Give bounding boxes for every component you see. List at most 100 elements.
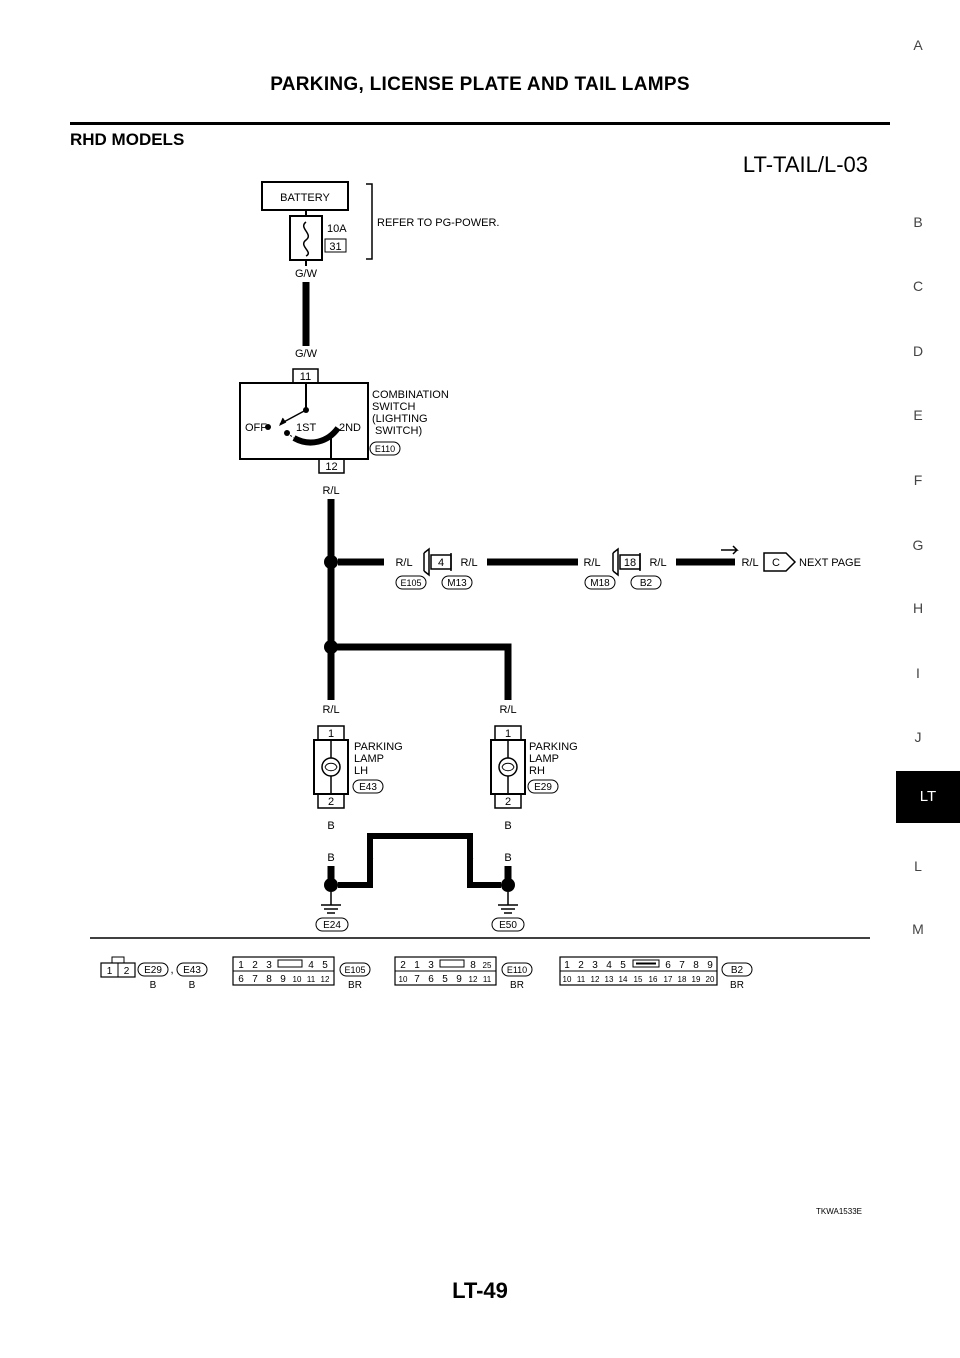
fuse-number: 31 <box>329 241 341 253</box>
connector-b2: 1 2 3 4 5 6 7 8 9 10 11 12 13 14 15 16 1… <box>559 956 753 991</box>
joint2-right-connector: B2 <box>640 578 653 589</box>
lamp-lh-pin-bottom: 2 <box>328 796 334 808</box>
lamp-lh-name-1: PARKING <box>354 741 403 753</box>
wire-color-b-bridge-right: B <box>466 852 473 864</box>
lamp-rh-name-3: RH <box>529 765 545 777</box>
conn4-top-8: 8 <box>693 960 699 971</box>
conn3-id: E110 <box>507 965 527 975</box>
conn2-latch-icon <box>277 959 303 968</box>
connector-e105: 1 2 3 4 5 6 7 8 9 10 11 12 E105 BR <box>232 956 371 991</box>
splice-1 <box>324 555 338 569</box>
lamp-lh-pin-bottom-box <box>317 793 345 809</box>
switch-lever-arrow-icon <box>279 417 287 427</box>
joint2-left-connector-oval <box>584 575 616 590</box>
conn4-top-1: 1 <box>564 960 570 971</box>
fuse-icon <box>303 221 309 257</box>
lamp-lh-pin-top: 1 <box>328 728 334 740</box>
conn3-top-3: 3 <box>428 960 434 971</box>
index-tab-f[interactable]: F <box>913 472 923 488</box>
conn2-top-4: 4 <box>308 960 314 971</box>
image-code: TKWA1533E <box>816 1207 862 1216</box>
switch-name-line-4: SWITCH) <box>372 425 422 437</box>
index-tab-m[interactable]: M <box>912 921 924 937</box>
section-title: RHD MODELS <box>70 130 185 149</box>
title-rule <box>70 122 890 125</box>
next-page-letter: C <box>772 557 780 569</box>
conn3-bot-3: 6 <box>428 974 434 985</box>
wire-b-ground-bridge <box>338 833 501 888</box>
conn4-bot-10: 10 <box>563 975 572 984</box>
index-tab-e[interactable]: E <box>913 407 923 423</box>
switch-pin-bottom-box <box>318 458 345 474</box>
conn4-bot-13: 13 <box>605 975 614 984</box>
fuse-number-box <box>324 238 347 253</box>
refer-note: REFER TO PG-POWER. <box>377 217 499 229</box>
lamp-rh-pin-bottom-box <box>494 793 522 809</box>
switch-position-off: OFF <box>245 422 267 434</box>
conn4-bot-12: 12 <box>591 975 600 984</box>
conn4-bot-14: 14 <box>619 975 628 984</box>
conn4-bot-19: 19 <box>692 975 701 984</box>
connector-e29-e43: 1 2 E29 , E43 B B <box>100 956 208 991</box>
lamp-rh-name-1: PARKING <box>529 741 578 753</box>
conn3-top-4: 8 <box>470 960 476 971</box>
wire-color-rl-switch: R/L <box>322 485 339 497</box>
conn1-id-b: E43 <box>183 965 201 976</box>
conn2-bot-3: 8 <box>266 974 272 985</box>
ground-rh-dot <box>501 878 515 892</box>
switch-name-line-2: SWITCH <box>372 401 415 413</box>
conn3-bot-7: 11 <box>483 975 492 984</box>
index-tab-lt-active[interactable]: LT <box>896 771 960 823</box>
conn2-bot-6: 11 <box>307 975 316 984</box>
index-tab-j[interactable]: J <box>914 729 922 745</box>
switch-connector-id: E110 <box>375 444 395 454</box>
switch-name-line-3: (LIGHTING <box>372 413 428 425</box>
conn4-bot-16: 16 <box>649 975 658 984</box>
index-tab-d[interactable]: D <box>912 343 924 359</box>
joint1-left-connector-oval <box>395 575 427 590</box>
lamp-lh-connector: E43 <box>359 782 377 793</box>
joint1-right-connector: M13 <box>447 578 467 589</box>
wire-color-rl-j2b: R/L <box>649 557 666 569</box>
index-tab-g[interactable]: G <box>912 537 924 553</box>
conn3-top-1: 2 <box>400 960 406 971</box>
joint2-left-connector: M18 <box>590 578 610 589</box>
conn4-latch-icon <box>632 959 660 968</box>
conn1-separator: , <box>170 964 173 976</box>
index-tab-c[interactable]: C <box>912 278 924 294</box>
wire-color-b-lh-top: B <box>327 820 334 832</box>
lamp-rh-pin-bottom: 2 <box>505 796 511 808</box>
conn1-color-a: B <box>150 980 157 991</box>
index-tab-i[interactable]: I <box>916 665 920 681</box>
wire-color-b-bridge-left: B <box>366 852 373 864</box>
lamp-lh-name-2: LAMP <box>354 753 384 765</box>
refer-bracket <box>366 183 373 260</box>
switch-position-2nd: 2ND <box>339 422 361 434</box>
lamp-rh-name-2: LAMP <box>529 753 559 765</box>
index-tab-l[interactable]: L <box>914 858 922 874</box>
conn3-bot-6: 12 <box>469 975 478 984</box>
wire-color-gw-bottom: G/W <box>295 348 318 360</box>
conn2-bot-4: 9 <box>280 974 286 985</box>
conn4-top-5: 5 <box>620 960 626 971</box>
index-tab-a[interactable]: A <box>913 37 923 53</box>
conn1-pin-2: 2 <box>124 966 130 977</box>
lamp-lh-connector-oval <box>352 779 384 794</box>
conn4-bot-17: 17 <box>664 975 673 984</box>
wire-rl-branch-rh <box>331 643 512 700</box>
switch-position-1st: 1ST <box>296 422 316 434</box>
conn2-bot-1: 6 <box>238 974 244 985</box>
wire-color-gw-top: G/W <box>295 268 318 280</box>
fuse-rating: 10A <box>327 223 347 235</box>
conn1-pin-1: 1 <box>107 966 113 977</box>
next-page-text: NEXT PAGE <box>799 557 861 569</box>
index-tab-b[interactable]: B <box>913 214 923 230</box>
lamp-rh-connector: E29 <box>534 782 552 793</box>
index-tab-h[interactable]: H <box>912 600 924 616</box>
conn2-top-5: 5 <box>322 960 328 971</box>
joint1-left-connector: E105 <box>400 578 421 588</box>
wire-color-rl-rh: R/L <box>499 704 516 716</box>
wire-color-rl-j2a: R/L <box>583 557 600 569</box>
conn4-color: BR <box>730 980 744 991</box>
switch-contact-off <box>265 424 271 430</box>
